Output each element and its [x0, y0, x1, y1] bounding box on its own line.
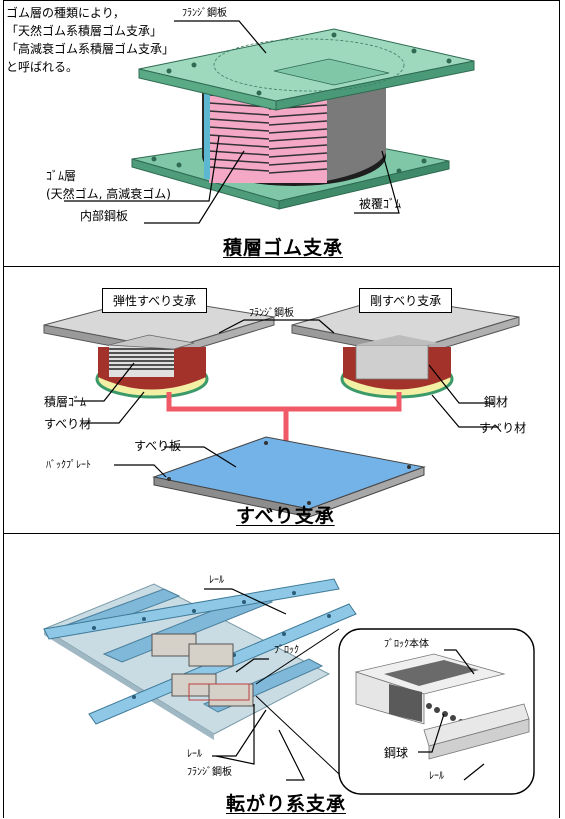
label-steel-ball: 鋼球	[384, 746, 409, 760]
box-elastic-sliding-bearing: 弾性すべり支承	[102, 288, 208, 313]
intro-line-3: 「高減衰ゴム系積層ゴム支承」	[6, 42, 175, 56]
label-rail-bottom: ﾚｰﾙ	[187, 749, 202, 760]
label-rail-inset: ﾚｰﾙ	[429, 771, 444, 782]
label-block: ﾌﾞﾛｯｸ	[274, 645, 299, 656]
label-block-body: ﾌﾞﾛｯｸ本体	[384, 639, 429, 650]
rolling-bearing-illustration	[42, 578, 535, 795]
panel3-title: 転がり系支承	[226, 793, 347, 815]
label-flange-plate: ﾌﾗﾝｼﾞ鋼板	[249, 308, 294, 319]
label-inner-steel-plate: 内部鋼板	[80, 209, 129, 223]
panel1-title: 積層ゴム支承	[223, 237, 344, 259]
box-rigid-sliding-bearing: 剛すべり支承	[359, 288, 453, 313]
label-flange-plate: ﾌﾗﾝｼﾞ鋼板	[182, 8, 227, 19]
label-sliding-plate: すべり板	[134, 439, 182, 453]
label-cover-rubber: 被覆ｺﾞﾑ	[359, 197, 402, 211]
intro-line-2: 「天然ゴム系積層ゴム支承」	[6, 24, 163, 38]
label-rubber-types: (天然ゴム, 高減衰ゴム)	[46, 187, 171, 201]
sliding-bearing-illustration	[43, 296, 520, 518]
label-laminated-rubber: 積層ｺﾞﾑ	[44, 395, 87, 409]
rubber-layers-left	[208, 87, 270, 183]
label-flange-plate: ﾌﾗﾝｼﾞ鋼板	[187, 767, 232, 778]
intro-line-1: ゴム層の種類により，	[6, 6, 125, 20]
label-sliding-material-left: すべり材	[44, 417, 92, 431]
intro-line-4: と呼ばれる。	[6, 60, 79, 74]
panel2-title: すべり支承	[236, 505, 335, 527]
panel-rolling-bearing: ﾚｰﾙ ﾌﾞﾛｯｸ ﾚｰﾙ ﾌﾗﾝｼﾞ鋼板 ﾌﾞﾛｯｸ本体 鋼球 ﾚｰﾙ 転がり…	[3, 533, 560, 818]
label-sliding-material-right: すべり材	[479, 421, 527, 435]
label-rail-top: ﾚｰﾙ	[209, 575, 224, 586]
label-back-plate: ﾊﾞｯｸﾌﾟﾚｰﾄ	[46, 460, 91, 471]
panel-laminated-rubber-bearing: ゴム層の種類により， 「天然ゴム系積層ゴム支承」 「高減衰ゴム系積層ゴム支承」 …	[3, 0, 560, 267]
laminated-rubber-bearing-illustration	[64, 20, 475, 224]
panel-sliding-bearing: 弾性すべり支承 剛すべり支承 ﾌﾗﾝｼﾞ鋼板 積層ｺﾞﾑ すべり材 鋼材 すべり…	[3, 266, 560, 534]
label-rubber-layer: ｺﾞﾑ層	[46, 169, 77, 183]
label-steel-material: 鋼材	[484, 395, 509, 409]
